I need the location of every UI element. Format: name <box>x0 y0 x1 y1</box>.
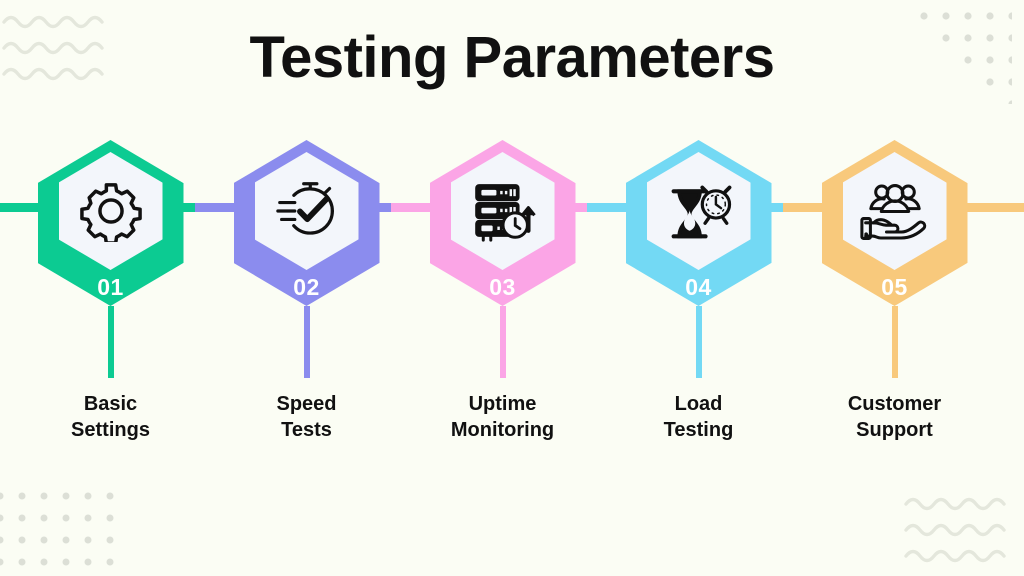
step-icon-plate <box>842 152 947 270</box>
step-label: Uptime Monitoring <box>450 393 555 441</box>
dot-grid-ornament-bottom-left <box>0 492 114 566</box>
step-stem <box>891 306 898 378</box>
step-hexagon-badge[interactable]: 01 <box>37 140 184 306</box>
step-stem <box>107 306 114 378</box>
step-stem <box>499 306 506 378</box>
step-label: Load Testing <box>663 393 734 441</box>
step-number: 05 <box>881 274 908 300</box>
hand-people-icon <box>859 184 926 240</box>
step-hexagon-badge[interactable]: 02 <box>233 140 380 306</box>
step-label: Speed Tests <box>276 393 337 441</box>
step-number: 04 <box>685 274 712 300</box>
step-icon-plate <box>58 152 163 270</box>
step-icon-plate <box>254 152 359 270</box>
step-stem <box>695 306 702 378</box>
step-hexagon-badge[interactable]: 03 <box>429 140 576 306</box>
step-stem <box>303 306 310 378</box>
step-label: Customer Support <box>847 393 942 441</box>
step-number: 03 <box>489 274 516 300</box>
step-number: 02 <box>293 274 320 300</box>
step-number: 01 <box>97 274 124 300</box>
gear-icon <box>79 183 142 242</box>
wavy-lines-ornament-bottom-right <box>904 497 1006 563</box>
step-icon-plate <box>450 152 555 270</box>
step-icon-plate <box>646 152 751 270</box>
stopwatch-check-icon <box>275 182 334 235</box>
hourglass-alarm-icon <box>671 185 731 239</box>
server-clock-arrow-icon <box>474 184 536 242</box>
page-title: Testing Parameters <box>249 25 775 90</box>
step-label: Basic Settings <box>71 393 150 441</box>
step-hexagon-badge[interactable]: 05 <box>821 140 968 306</box>
step-hexagon-badge[interactable]: 04 <box>625 140 772 306</box>
